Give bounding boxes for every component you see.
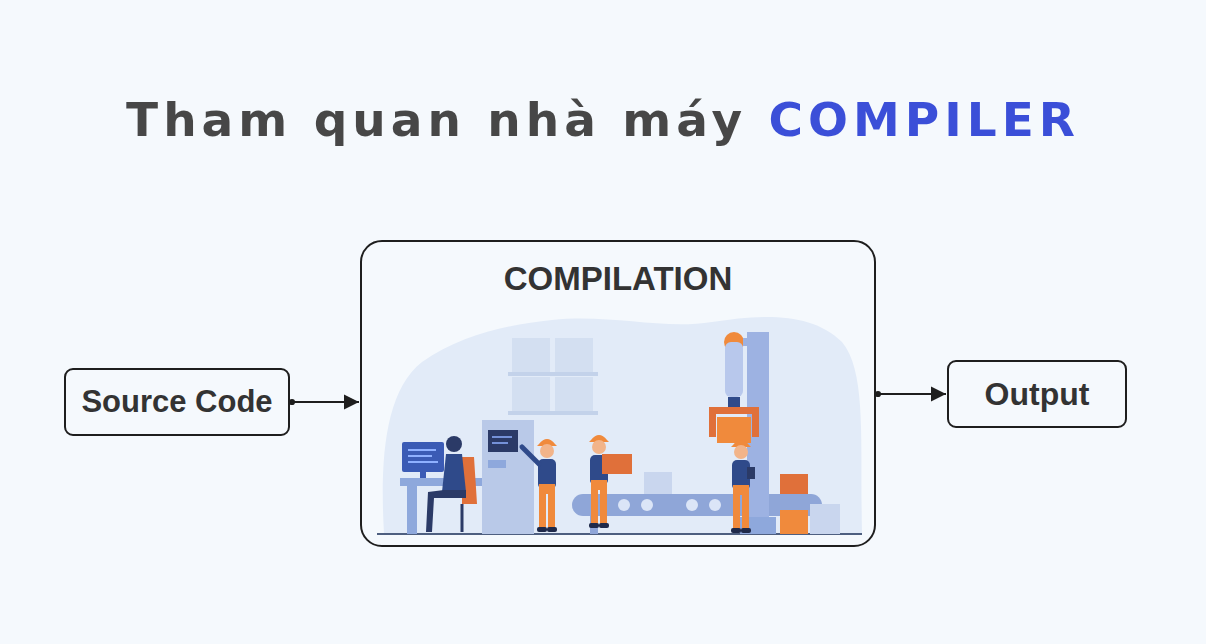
process-box: Source Code — [64, 368, 290, 436]
flow-arrow — [292, 401, 359, 403]
box-label: Output — [985, 376, 1090, 413]
title: Tham quan nhà máy COMPILER — [126, 92, 1080, 148]
box-label: Source Code — [81, 384, 272, 420]
process-frame: COMPILATION — [360, 240, 876, 547]
flow-arrow — [878, 393, 946, 395]
process-box: Output — [947, 360, 1127, 428]
frame-heading: COMPILATION — [504, 260, 733, 298]
